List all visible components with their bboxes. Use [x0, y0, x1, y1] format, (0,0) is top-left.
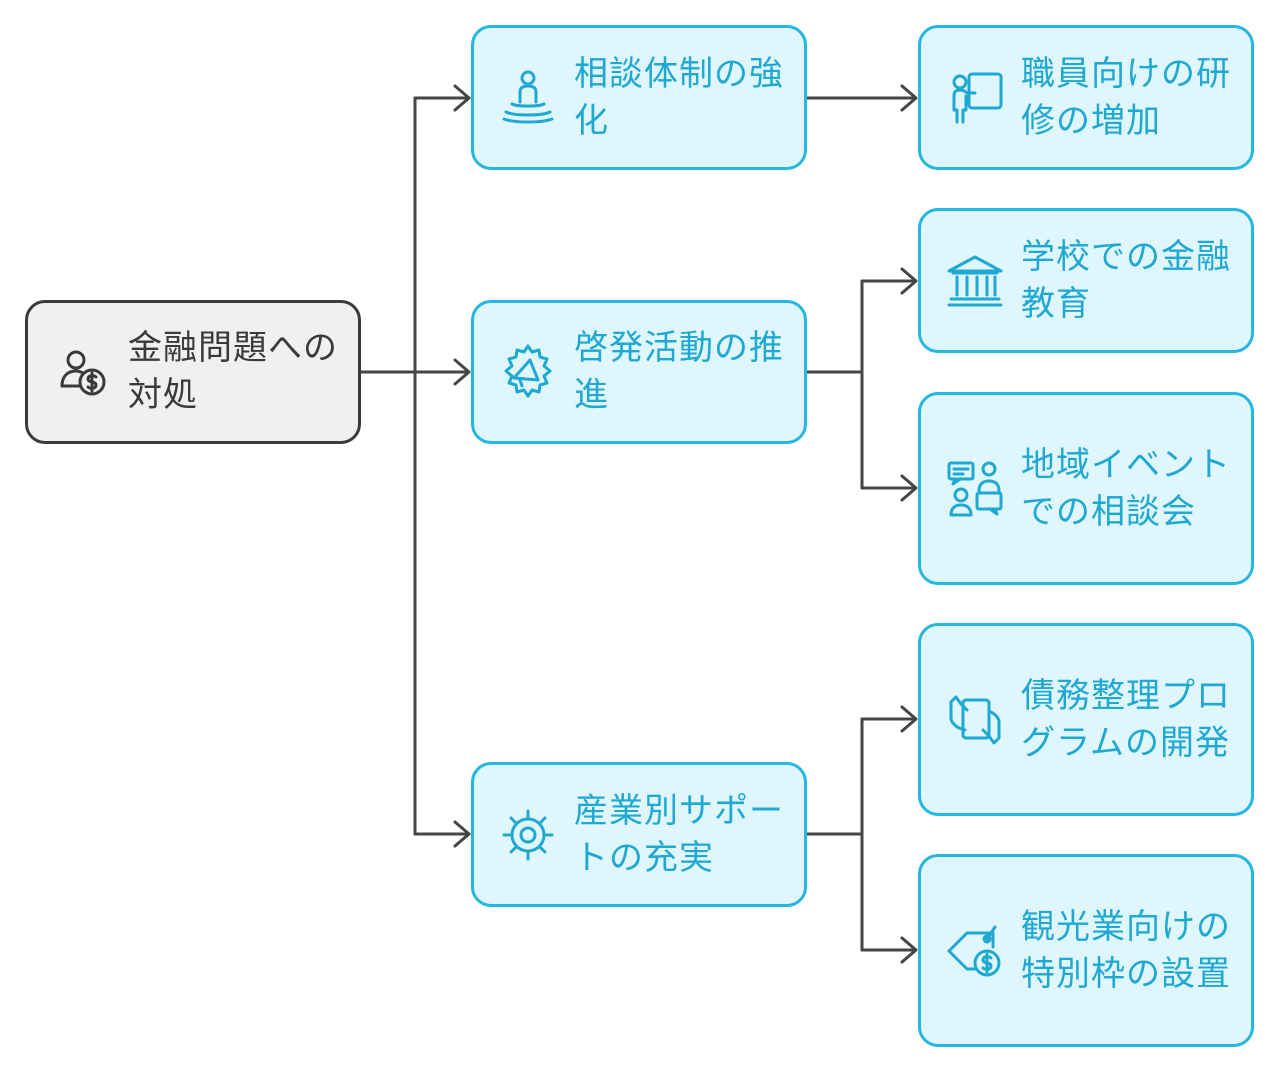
- child-node-2-1-label: 学校での金融教育: [1021, 236, 1231, 324]
- people-chat-icon: [943, 457, 1007, 521]
- branch-node-2-label: 啓発活動の推進: [574, 328, 784, 415]
- arrowhead-branch-2-child-1: [900, 267, 918, 295]
- arrowhead-branch-3-child-1: [900, 705, 918, 733]
- branch-node-2[interactable]: 啓発活動の推進: [471, 300, 807, 444]
- child-node-2-2-label: 地域イベントでの相談会: [1021, 444, 1231, 532]
- child-node-3-1-label: 債務整理プログラムの開発: [1021, 675, 1231, 763]
- child-node-3-2[interactable]: 観光業向けの特別枠の設置: [918, 854, 1254, 1047]
- hands-document-icon: [943, 688, 1007, 752]
- child-node-3-1[interactable]: 債務整理プログラムの開発: [918, 623, 1254, 816]
- teacher-board-icon: [943, 66, 1007, 130]
- child-node-1-1[interactable]: 職員向けの研修の増加: [918, 25, 1254, 170]
- price-tag-dollar-icon: [943, 919, 1007, 983]
- child-node-2-2[interactable]: 地域イベントでの相談会: [918, 392, 1254, 585]
- institution-icon: [943, 249, 1007, 313]
- child-node-2-1[interactable]: 学校での金融教育: [918, 208, 1254, 353]
- person-dollar-icon: [50, 340, 114, 404]
- branch-node-3[interactable]: 産業別サポートの充実: [471, 762, 807, 907]
- arrowhead-branch-1: [453, 84, 471, 112]
- arrowhead-branch-2-child-2: [900, 474, 918, 502]
- child-node-3-2-label: 観光業向けの特別枠の設置: [1021, 906, 1231, 994]
- arrowhead-branch-3-child-2: [900, 936, 918, 964]
- gear-icon: [496, 803, 560, 867]
- branch-node-3-label: 産業別サポートの充実: [574, 790, 784, 878]
- arrowhead-branch-3: [453, 820, 471, 848]
- arrowhead-branch-2: [453, 358, 471, 386]
- child-node-1-1-label: 職員向けの研修の増加: [1021, 53, 1231, 141]
- megaphone-icon: [496, 340, 560, 404]
- branch-node-1-label: 相談体制の強化: [574, 53, 784, 141]
- root-node-label: 金融問題への対処: [128, 328, 338, 415]
- root-node[interactable]: 金融問題への対処: [25, 300, 361, 444]
- branch-node-1[interactable]: 相談体制の強化: [471, 25, 807, 170]
- arrowhead-branch-1-child-1: [900, 84, 918, 112]
- meditating-person-icon: [496, 66, 560, 130]
